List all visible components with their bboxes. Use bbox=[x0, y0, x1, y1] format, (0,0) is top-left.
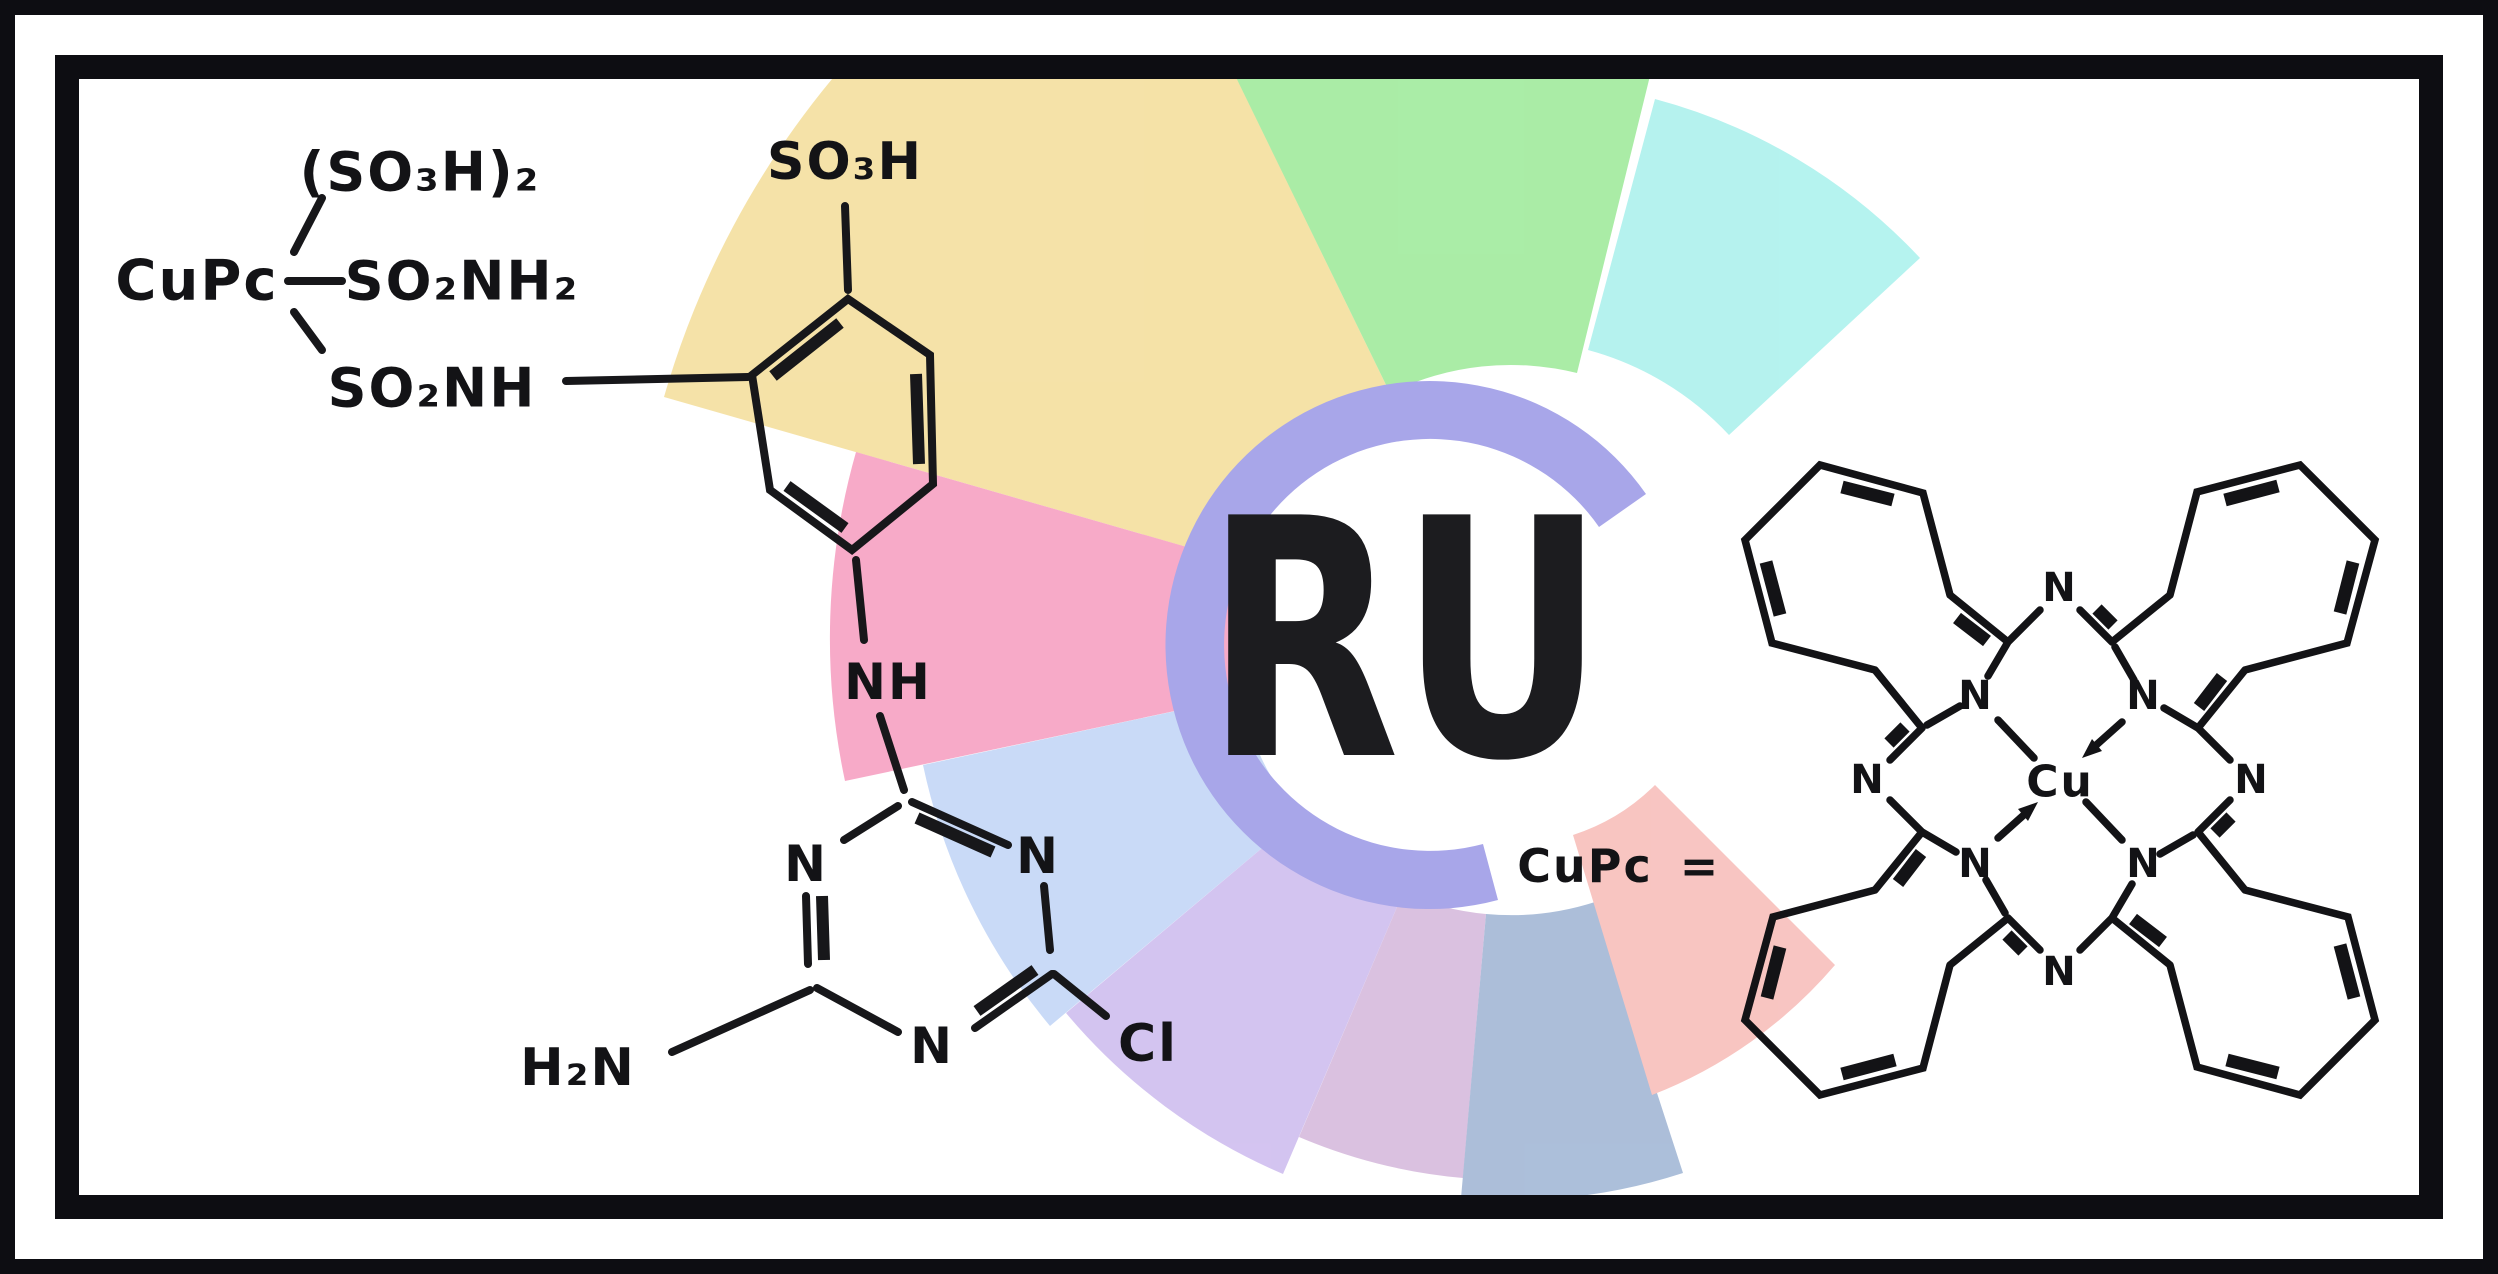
benzene-ring bbox=[747, 294, 938, 556]
pc-n-bridge-bottom: N bbox=[2042, 949, 2077, 995]
bond-ring-to-sulfo bbox=[841, 202, 852, 294]
watermark-wedge-pink bbox=[829, 452, 1246, 781]
pc-n-bridge-top: N bbox=[2042, 565, 2077, 611]
watermark-wedge-lavender bbox=[1066, 817, 1403, 1174]
arrowhead-ne-icon bbox=[2082, 739, 2102, 758]
nh-label: NH bbox=[844, 653, 932, 711]
triazine-n-right-label: N bbox=[1016, 827, 1060, 885]
sulfonamide-label: SO₂NH₂ bbox=[345, 250, 580, 313]
sulfonamide-link-label: SO₂NH bbox=[328, 357, 537, 420]
bond-cupc-to-sulfonamide-link bbox=[290, 308, 326, 354]
bond-triazine-to-amine bbox=[668, 986, 814, 1056]
watermark-logo: RU bbox=[664, 79, 1920, 1195]
triazine-double-bonds bbox=[816, 812, 1039, 1016]
equation: CuPc = bbox=[1517, 839, 1721, 893]
arrow-n-ne-to-cu bbox=[2090, 718, 2126, 751]
arrow-n-sw-to-cu bbox=[1994, 809, 2030, 842]
chloro-label: Cl bbox=[1118, 1014, 1178, 1074]
phthalocyanine-structure: Cu N N N N N N N N bbox=[1740, 460, 2380, 1100]
pc-cu-label: Cu bbox=[2026, 757, 2094, 808]
cupc-label: CuPc bbox=[115, 249, 278, 314]
figure-content: RU bbox=[79, 79, 2419, 1195]
pc-n-pyrrole-ne: N bbox=[2126, 673, 2161, 719]
pc-n-pyrrole-sw: N bbox=[1958, 841, 1993, 887]
pc-n-pyrrole-se: N bbox=[2126, 841, 2161, 887]
watermark-letters: RU bbox=[1205, 449, 1605, 833]
bond-cu-n-nw bbox=[1994, 716, 2038, 762]
watermark-wedge-green bbox=[1236, 79, 1650, 393]
pc-n-pyrrole-nw: N bbox=[1958, 673, 1993, 719]
watermark-wedge-mauve bbox=[1299, 893, 1486, 1178]
equation-equals: = bbox=[1680, 839, 1721, 893]
watermark-wedge-blue-gray bbox=[1461, 902, 1683, 1195]
isoindole-unit-sw bbox=[1740, 796, 2044, 1100]
watermark-wedge-cyan bbox=[1588, 99, 1920, 435]
bond-nh-to-triazine bbox=[876, 712, 908, 794]
triazine-ring-bonds bbox=[802, 798, 1056, 1036]
isoindole-unit-nw bbox=[1740, 460, 2044, 764]
amine-label: H₂N bbox=[520, 1038, 636, 1098]
watermark-wedge-yellow bbox=[664, 79, 1390, 564]
bond-cu-n-se bbox=[2082, 798, 2126, 844]
benzene-double-bonds bbox=[769, 318, 925, 533]
bond-sulfonamide-to-ring bbox=[562, 373, 752, 385]
triazine-n-left-label: N bbox=[784, 835, 828, 893]
pc-n-bridge-right: N bbox=[2234, 757, 2269, 803]
watermark-wedge-salmon bbox=[1573, 785, 1835, 1095]
sulfo-di-label: (SO₃H)₂ bbox=[300, 141, 541, 204]
arrowhead-sw-icon bbox=[2018, 802, 2038, 821]
sulfo-label: SO₃H bbox=[767, 132, 923, 192]
bond-triazine-to-chloro bbox=[1050, 970, 1110, 1020]
isoindole-unit-ne bbox=[2076, 460, 2380, 764]
bond-ring-to-nh bbox=[852, 556, 868, 644]
equation-cupc-label: CuPc bbox=[1517, 839, 1653, 893]
bond-cupc-to-sulfo-di bbox=[290, 194, 326, 256]
isoindole-unit-se bbox=[2076, 796, 2380, 1100]
triazine-n-bottom-label: N bbox=[910, 1017, 954, 1075]
dye-structure: (SO₃H)₂ CuPc SO₂NH₂ SO₂NH SO₃H NH N N N … bbox=[115, 132, 1178, 1098]
pc-n-bridge-left: N bbox=[1850, 757, 1885, 803]
